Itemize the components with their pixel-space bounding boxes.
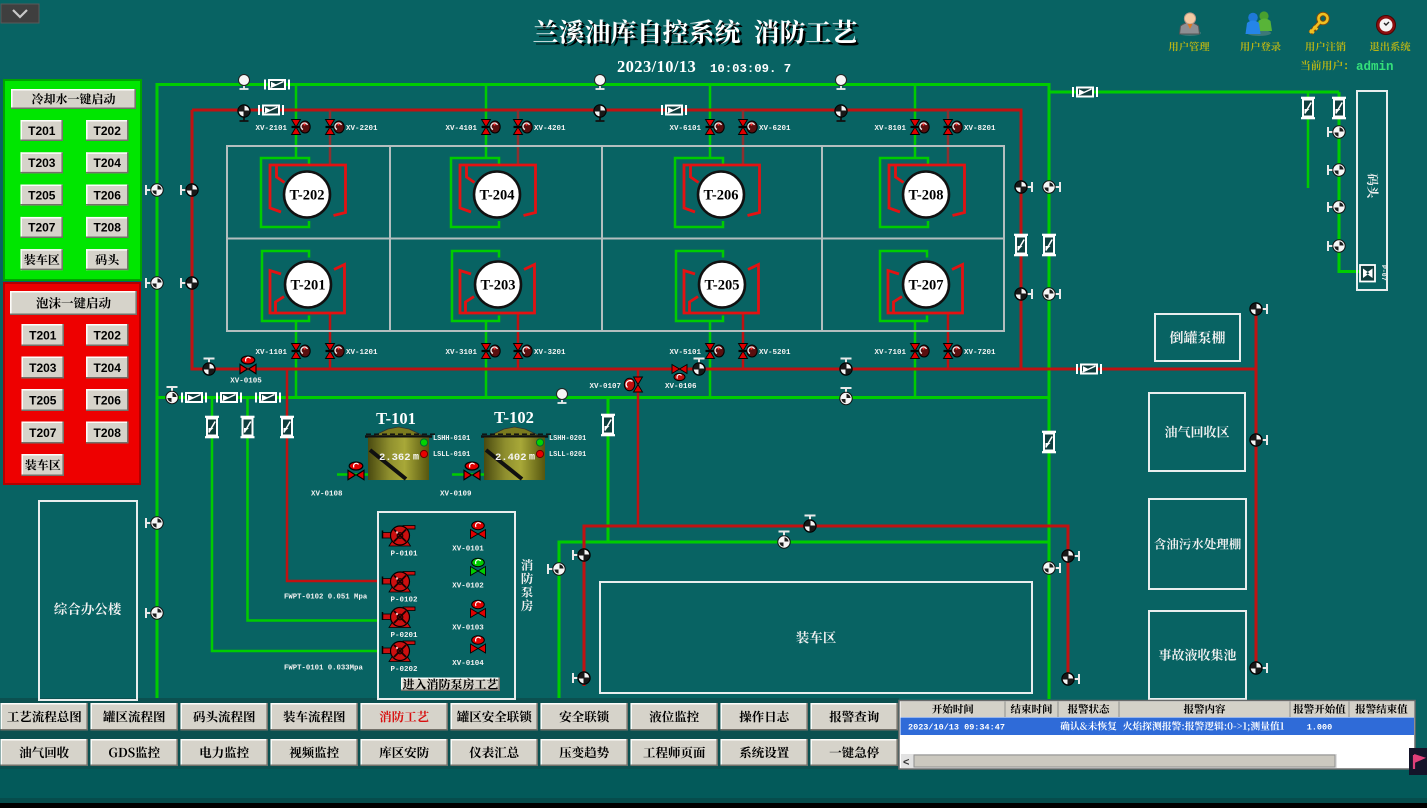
svg-text:2.362: 2.362 [379, 452, 411, 464]
svg-text:T204: T204 [94, 156, 122, 170]
svg-text:XV-6101: XV-6101 [669, 125, 701, 133]
svg-text:P-0102: P-0102 [391, 597, 419, 605]
svg-text:1.000: 1.000 [1307, 723, 1333, 733]
svg-text:XV-0104: XV-0104 [452, 660, 484, 668]
svg-text:2023/10/13: 2023/10/13 [617, 57, 696, 76]
svg-text:T-201: T-201 [291, 278, 326, 294]
svg-text:T205: T205 [28, 188, 56, 202]
svg-text:XV-0109: XV-0109 [440, 491, 472, 499]
svg-text:2023/10/13 09:34:47: 2023/10/13 09:34:47 [908, 723, 1005, 733]
svg-text:2.402: 2.402 [495, 452, 527, 464]
svg-text:T-204: T-204 [480, 188, 515, 204]
svg-text:T202: T202 [94, 328, 122, 342]
svg-text:T204: T204 [94, 361, 122, 375]
svg-text:XV-0102: XV-0102 [452, 583, 484, 591]
svg-text:XV-0105: XV-0105 [230, 378, 262, 386]
svg-text:XV-5101: XV-5101 [669, 349, 701, 357]
svg-text:T208: T208 [94, 426, 122, 440]
svg-text:XV-4201: XV-4201 [534, 125, 566, 133]
svg-text:T202: T202 [94, 124, 122, 138]
svg-text:XV-0107: XV-0107 [589, 383, 621, 391]
svg-text:XV-2101: XV-2101 [255, 125, 287, 133]
svg-text:m: m [529, 453, 535, 464]
svg-text:XV-0108: XV-0108 [311, 491, 343, 499]
svg-text:LSHH-0201: LSHH-0201 [549, 435, 586, 443]
svg-text:T-207: T-207 [909, 278, 944, 294]
svg-text:XV-7101: XV-7101 [874, 349, 906, 357]
svg-text:m: m [413, 453, 419, 464]
svg-text:XV-0106: XV-0106 [665, 383, 697, 391]
svg-text:P-0101: P-0101 [391, 551, 419, 559]
svg-text:T203: T203 [28, 156, 56, 170]
svg-text:XV-5201: XV-5201 [759, 349, 791, 357]
svg-text:LSLL-0101: LSLL-0101 [433, 451, 470, 459]
svg-text:T-208: T-208 [909, 188, 944, 204]
svg-text:XV-3201: XV-3201 [534, 349, 566, 357]
svg-text:XV-1201: XV-1201 [346, 349, 378, 357]
svg-text:XV-2201: XV-2201 [346, 125, 378, 133]
svg-text:T-203: T-203 [481, 278, 516, 294]
svg-text:XV-6201: XV-6201 [759, 125, 791, 133]
svg-text:admin: admin [1356, 60, 1394, 74]
svg-text:T206: T206 [94, 393, 122, 407]
svg-text:LSLL-0201: LSLL-0201 [549, 451, 586, 459]
svg-text:T-102: T-102 [494, 408, 534, 427]
svg-text:T-202: T-202 [290, 188, 325, 204]
svg-text:T201: T201 [29, 328, 57, 342]
svg-text:FWPT-0102 0.051 Mpa: FWPT-0102 0.051 Mpa [284, 594, 368, 602]
svg-text:T203: T203 [29, 361, 57, 375]
svg-text:T-205: T-205 [705, 278, 740, 294]
svg-text:T207: T207 [28, 221, 56, 235]
svg-text:XV-1101: XV-1101 [255, 349, 287, 357]
svg-text:XV-8101: XV-8101 [874, 125, 906, 133]
svg-text:XV-4101: XV-4101 [445, 125, 477, 133]
svg-text:T207: T207 [29, 426, 57, 440]
svg-text:T201: T201 [28, 124, 56, 138]
svg-text:T-101: T-101 [376, 409, 416, 428]
svg-text:XV-0101: XV-0101 [452, 546, 484, 554]
svg-text:P-07: P-07 [1380, 265, 1387, 281]
svg-text:XV-3101: XV-3101 [445, 349, 477, 357]
svg-text:<: < [903, 757, 909, 769]
svg-text:T-206: T-206 [704, 188, 739, 204]
svg-text:10:03:09. 7: 10:03:09. 7 [710, 62, 791, 76]
svg-text:LSHH-0101: LSHH-0101 [433, 435, 470, 443]
svg-text:P-0202: P-0202 [391, 666, 419, 674]
svg-text:T205: T205 [29, 393, 57, 407]
svg-text:XV-8201: XV-8201 [964, 125, 996, 133]
svg-text:P-0201: P-0201 [391, 632, 419, 640]
svg-text:T206: T206 [94, 188, 122, 202]
svg-text:FWPT-0101 0.033Mpa: FWPT-0101 0.033Mpa [284, 665, 363, 673]
svg-text:XV-0103: XV-0103 [452, 625, 484, 633]
svg-text:XV-7201: XV-7201 [964, 349, 996, 357]
svg-text:T208: T208 [94, 221, 122, 235]
